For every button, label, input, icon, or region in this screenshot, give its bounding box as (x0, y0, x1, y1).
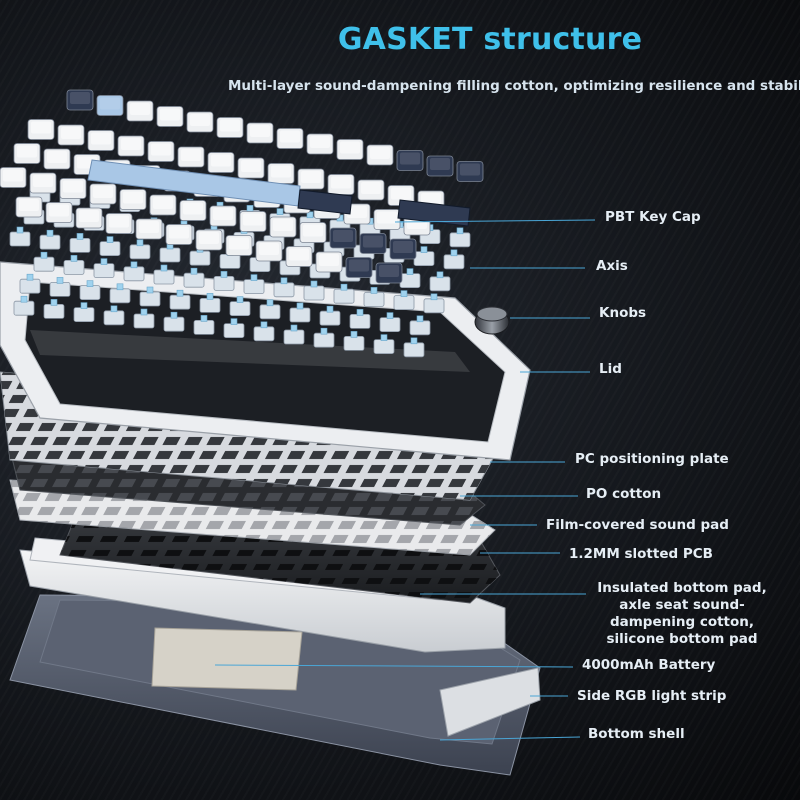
arrow-keycap (397, 199, 471, 227)
label-insulated-line-1: Insulated bottom pad, (597, 580, 767, 596)
diagram-subtitle: Multi-layer sound-dampening filling cott… (228, 78, 800, 94)
label-bottom-shell: Bottom shell (588, 726, 685, 742)
label-pc-positioning-plate: PC positioning plate (575, 451, 729, 467)
diagram-title: GASKET structure (337, 22, 643, 57)
leader-line-12 (439, 736, 581, 741)
label-pbt-key-cap: PBT Key Cap (605, 209, 701, 225)
battery-pack (151, 627, 303, 691)
label-lid: Lid (599, 361, 622, 377)
side-rgb-light-strip (439, 667, 541, 737)
label-film-covered-sound-pad: Film-covered sound pad (546, 517, 729, 533)
label-slotted-pcb: 1.2MM slotted PCB (569, 546, 713, 562)
label-insulated-bottom-pad: Insulated bottom pad, axle seat sound- d… (592, 580, 772, 648)
leader-line-1 (394, 219, 596, 223)
lid-highlight (30, 330, 470, 372)
label-axis: Axis (596, 258, 628, 274)
label-insulated-line-3: dampening cotton, (609, 614, 755, 630)
label-side-rgb-light-strip: Side RGB light strip (577, 688, 727, 704)
label-knobs: Knobs (599, 305, 647, 321)
label-insulated-line-4: silicone bottom pad (606, 631, 758, 647)
label-insulated-line-2: axle seat sound- (619, 597, 745, 613)
knob-top (476, 306, 508, 322)
label-battery: 4000mAh Battery (582, 657, 716, 673)
modifier-keycap (297, 189, 353, 215)
leader-line-10 (214, 664, 574, 668)
label-po-cotton: PO cotton (586, 486, 662, 502)
